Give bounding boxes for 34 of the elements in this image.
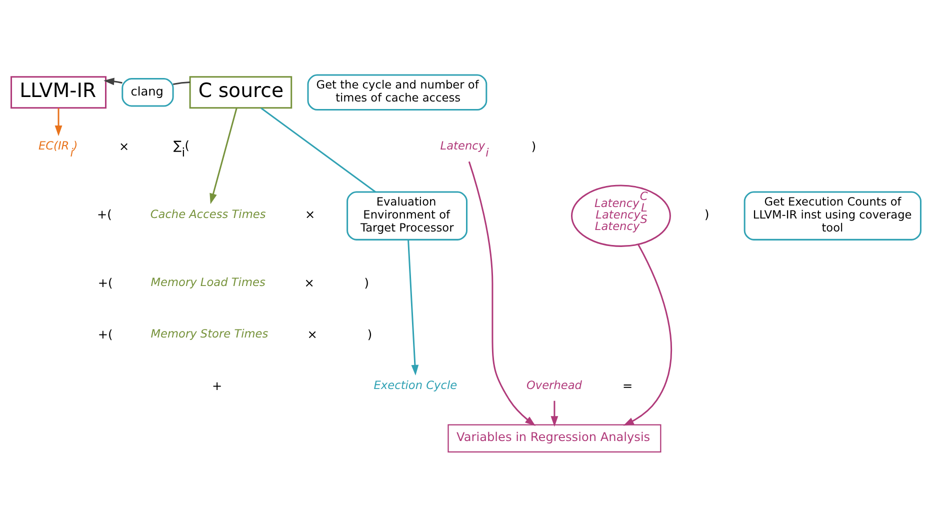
arrow: [468, 160, 536, 426]
arrow: [550, 400, 558, 426]
label: ): [704, 207, 710, 222]
label: ): [531, 138, 536, 153]
node-box: Variables in Regression Analysis: [448, 424, 662, 452]
label: +: [212, 378, 222, 392]
connector: [260, 107, 376, 192]
node-text: Overhead: [526, 377, 582, 392]
node-text: Exection Cycle: [374, 377, 458, 392]
label: =: [622, 378, 633, 392]
node-box: Evaluation Environment of Target Processor: [346, 190, 468, 240]
arrow: [104, 77, 122, 85]
arrow: [210, 107, 238, 204]
label: ): [364, 276, 370, 290]
node-box: Get the cycle and number of times of cache access: [307, 74, 488, 110]
node-box: clang: [122, 78, 174, 106]
node-box: Get Execution Counts of LLVM-IR inst using coverage tool: [744, 190, 922, 240]
label: +(: [98, 276, 113, 290]
label: +(: [97, 207, 112, 222]
arrow: [408, 239, 419, 376]
label: +(: [98, 326, 113, 341]
label: ×: [304, 207, 316, 222]
label: ×: [118, 138, 130, 153]
label: ×: [307, 326, 318, 341]
node-text: Memory Store Times: [150, 326, 268, 340]
node-text: Memory Load Times: [150, 274, 266, 289]
connector: [173, 81, 190, 85]
label: ): [367, 326, 372, 341]
label: ×: [304, 276, 314, 290]
node-text: Cache Access Times: [150, 206, 266, 220]
arrow: [623, 244, 672, 426]
node-box: C source: [189, 76, 292, 108]
node-box: LLVM-IR: [10, 76, 107, 108]
arrow: [54, 108, 62, 136]
